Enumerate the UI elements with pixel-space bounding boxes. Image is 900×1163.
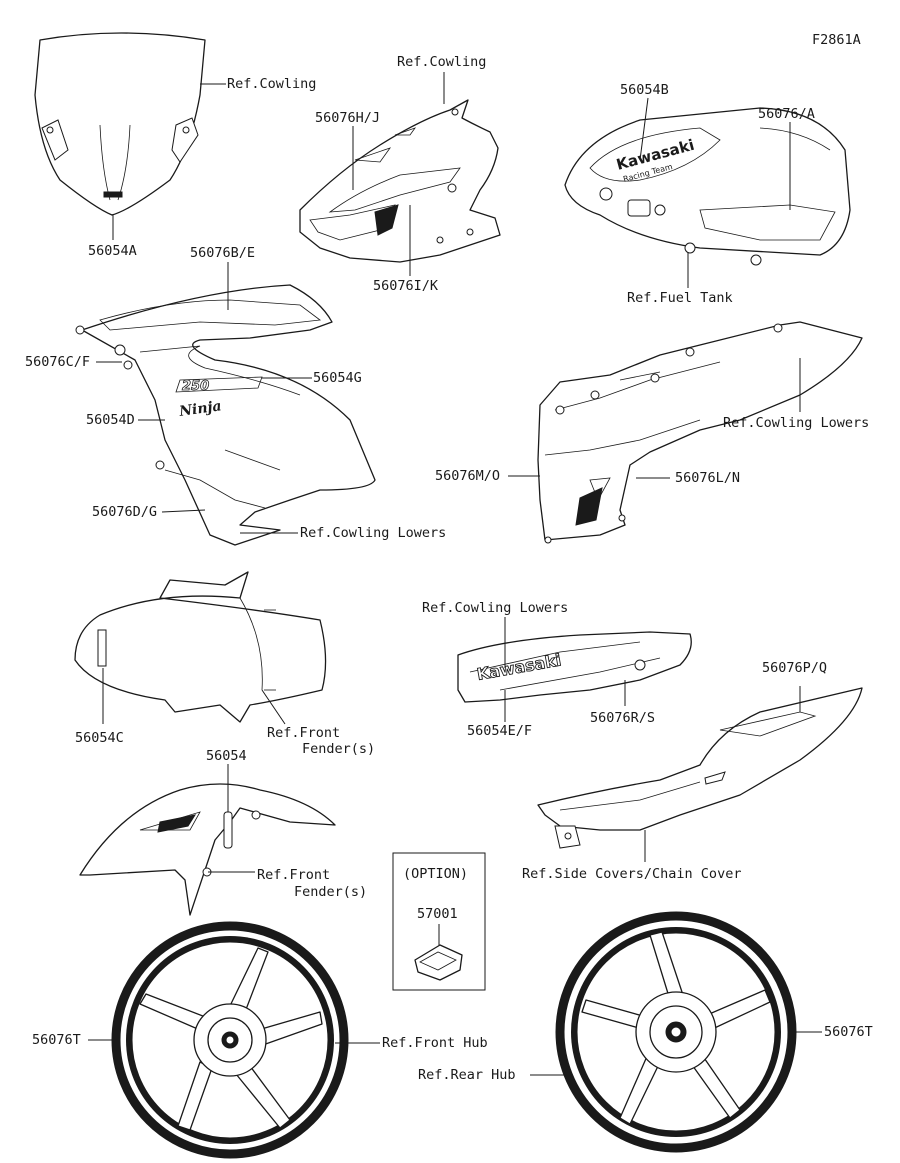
label-56054G: 56054G	[313, 370, 362, 386]
label-ref-cowling-lowers-3: Ref.Cowling Lowers	[422, 600, 568, 616]
label-56054A: 56054A	[88, 243, 137, 259]
option-box: (OPTION) 57001	[392, 852, 486, 991]
windscreen-part	[34, 32, 206, 216]
label-56076MO: 56076M/O	[435, 468, 500, 484]
label-56054D: 56054D	[86, 412, 135, 428]
label-ref-cowling-2: Ref.Cowling	[397, 54, 486, 70]
label-57001: 57001	[417, 906, 458, 922]
label-56076LN: 56076L/N	[675, 470, 740, 486]
figure-id: F2861A	[812, 32, 861, 48]
label-56076IK: 56076I/K	[373, 278, 439, 294]
label-ref-cowling-lowers-2: Ref.Cowling Lowers	[723, 415, 869, 431]
label-ref-fuel-tank: Ref.Fuel Tank	[627, 290, 733, 306]
label-56076BE: 56076B/E	[190, 245, 255, 261]
label-ref-front-fender-2a: Ref.Front	[257, 867, 330, 883]
label-option: (OPTION)	[403, 866, 468, 882]
label-ref-front-fender-2b: Fender(s)	[294, 884, 367, 900]
label-56076A: 56076/A	[758, 106, 815, 122]
fuel-tank-part: Kawasaki Racing Team	[564, 107, 851, 266]
decal-ninja: Ninja	[177, 398, 222, 420]
label-56076PQ: 56076P/Q	[762, 660, 827, 676]
label-ref-cowling-1: Ref.Cowling	[227, 76, 316, 92]
label-56054: 56054	[206, 748, 247, 764]
label-ref-rear-hub: Ref.Rear Hub	[418, 1067, 516, 1083]
front-fender-top-part	[74, 571, 327, 723]
label-56076T-right: 56076T	[824, 1024, 873, 1040]
label-56054C: 56054C	[75, 730, 124, 746]
label-56076CF: 56076C/F	[25, 354, 90, 370]
decal-250: 250	[182, 379, 209, 394]
tail-cowl-part: Kawasaki	[457, 631, 692, 703]
front-fender-side-part	[79, 783, 336, 916]
upper-cowl-part	[299, 99, 501, 263]
label-56076RS: 56076R/S	[590, 710, 655, 726]
label-ref-front-hub: Ref.Front Hub	[382, 1035, 488, 1051]
side-fairing-part: 250 Ninja	[75, 284, 376, 546]
label-56076DG: 56076D/G	[92, 504, 157, 520]
label-56076HJ: 56076H/J	[315, 110, 380, 126]
side-cover-part	[537, 687, 863, 849]
label-ref-cowling-lowers-1: Ref.Cowling Lowers	[300, 525, 446, 541]
label-56054EF: 56054E/F	[467, 723, 532, 739]
rear-wheel-part	[555, 911, 797, 1153]
label-56076T-left: 56076T	[32, 1032, 81, 1048]
label-ref-front-fender-1b: Fender(s)	[302, 741, 375, 757]
label-56054B: 56054B	[620, 82, 669, 98]
label-ref-side-covers: Ref.Side Covers/Chain Cover	[522, 866, 741, 882]
label-ref-front-fender-1a: Ref.Front	[267, 725, 340, 741]
front-wheel-part	[111, 921, 349, 1159]
lower-fairing-part	[537, 321, 863, 544]
